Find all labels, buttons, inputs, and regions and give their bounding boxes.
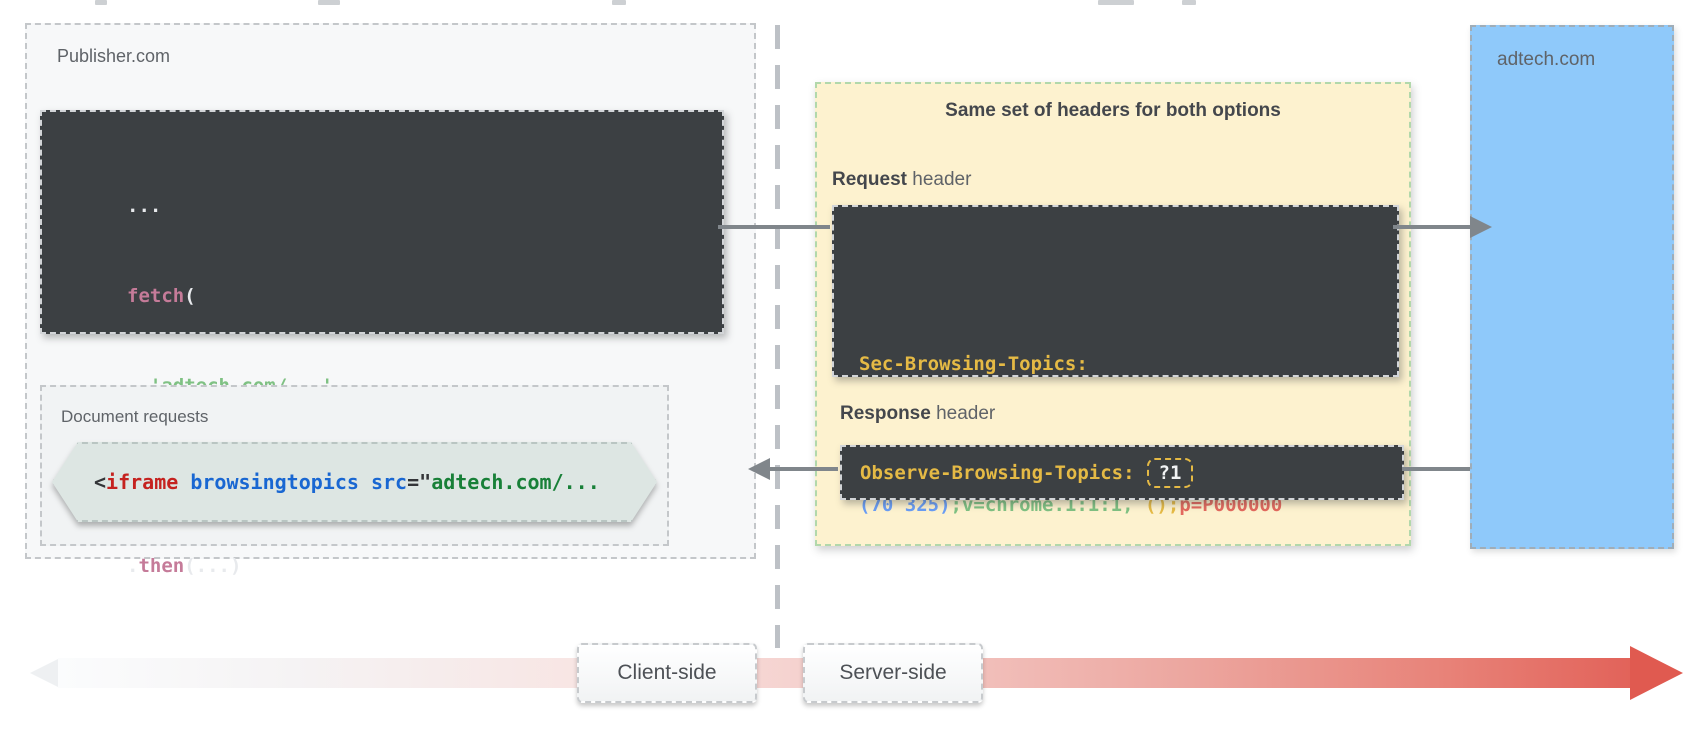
server-side-label: Server-side — [803, 643, 983, 703]
adtech-title: adtech.com — [1497, 49, 1596, 70]
cropped-text-fragment — [318, 0, 340, 5]
code-token: =" — [407, 470, 432, 494]
response-arrow-line-left — [768, 467, 838, 471]
code-line: Sec-Browsing-Topics: — [859, 341, 1282, 388]
response-header-name: Observe-Browsing-Topics: — [860, 461, 1135, 484]
request-header-label-rest: header — [906, 169, 972, 190]
code-token: < — [94, 470, 107, 494]
request-header-block: Sec-Browsing-Topics: (70 325);v=chrome.1… — [832, 205, 1399, 516]
timeline-left-arrowhead-icon — [30, 658, 60, 688]
code-line: fetch( — [127, 281, 413, 311]
response-header-label-bold: Response — [840, 403, 931, 424]
code-token: (...) — [184, 555, 242, 577]
response-header-label-rest: header — [930, 403, 996, 424]
request-arrow-line-right — [1393, 225, 1473, 229]
iframe-hexagon: <iframe browsingtopics src="adtech.com/.… — [52, 442, 657, 522]
request-header-code: Sec-Browsing-Topics: (70 325);v=chrome.1… — [859, 247, 1282, 623]
cropped-text-fragment — [612, 0, 626, 5]
observe-value-box: ?1 — [1146, 457, 1194, 488]
code-token — [178, 470, 190, 494]
code-token: iframe — [106, 470, 179, 494]
request-arrow-line-left — [718, 225, 830, 229]
document-requests-title: Document requests — [61, 407, 209, 426]
client-side-text: Client-side — [617, 661, 717, 684]
headers-panel-title: Same set of headers for both options — [945, 100, 1281, 121]
code-token — [359, 470, 371, 494]
request-arrowhead-icon — [1470, 216, 1492, 238]
response-arrow-line-right — [1402, 467, 1470, 471]
code-token: ... — [127, 195, 162, 217]
document-requests-box: Document requests <iframe browsingtopics… — [40, 385, 669, 546]
response-header-block: Observe-Browsing-Topics: ?1 — [840, 445, 1404, 500]
code-token: fetch — [127, 285, 185, 307]
code-token: then — [138, 555, 185, 577]
cropped-text-fragment — [1182, 0, 1196, 5]
code-token: browsingtopics — [190, 470, 359, 494]
request-header-label-bold: Request — [832, 169, 907, 190]
response-header-label: Response header — [840, 403, 995, 425]
request-header-label: Request header — [832, 169, 971, 191]
code-token: . — [127, 555, 139, 577]
code-token: ( — [184, 285, 196, 307]
iframe-code: <iframe browsingtopics src="adtech.com/.… — [54, 470, 600, 494]
observe-value: ?1 — [1158, 461, 1182, 484]
code-token: adtech.com/... — [431, 470, 600, 494]
publisher-title: Publisher.com — [57, 46, 171, 66]
code-line: .then(...) — [127, 551, 413, 581]
fetch-code-block: ... fetch( 'adtech.com/...', {browsingTo… — [40, 110, 724, 667]
publisher-box: Publisher.com ... fetch( 'adtech.com/...… — [25, 23, 756, 667]
client-server-divider — [775, 25, 780, 648]
cropped-text-fragment — [95, 0, 107, 5]
server-side-text: Server-side — [839, 661, 947, 684]
client-side-label: Client-side — [577, 643, 757, 703]
headers-panel: Same set of headers for both options Req… — [815, 82, 1411, 546]
adtech-box: adtech.com — [1470, 25, 1674, 549]
timeline-right-arrowhead-icon — [1630, 646, 1683, 700]
response-arrowhead-icon — [748, 458, 770, 480]
code-token: Sec-Browsing-Topics: — [859, 353, 1088, 375]
code-line: ... — [127, 191, 413, 221]
code-token: src — [370, 470, 408, 494]
cropped-text-fragment — [1098, 0, 1134, 5]
iframe-hexagon-wrap: <iframe browsingtopics src="adtech.com/.… — [52, 442, 657, 522]
